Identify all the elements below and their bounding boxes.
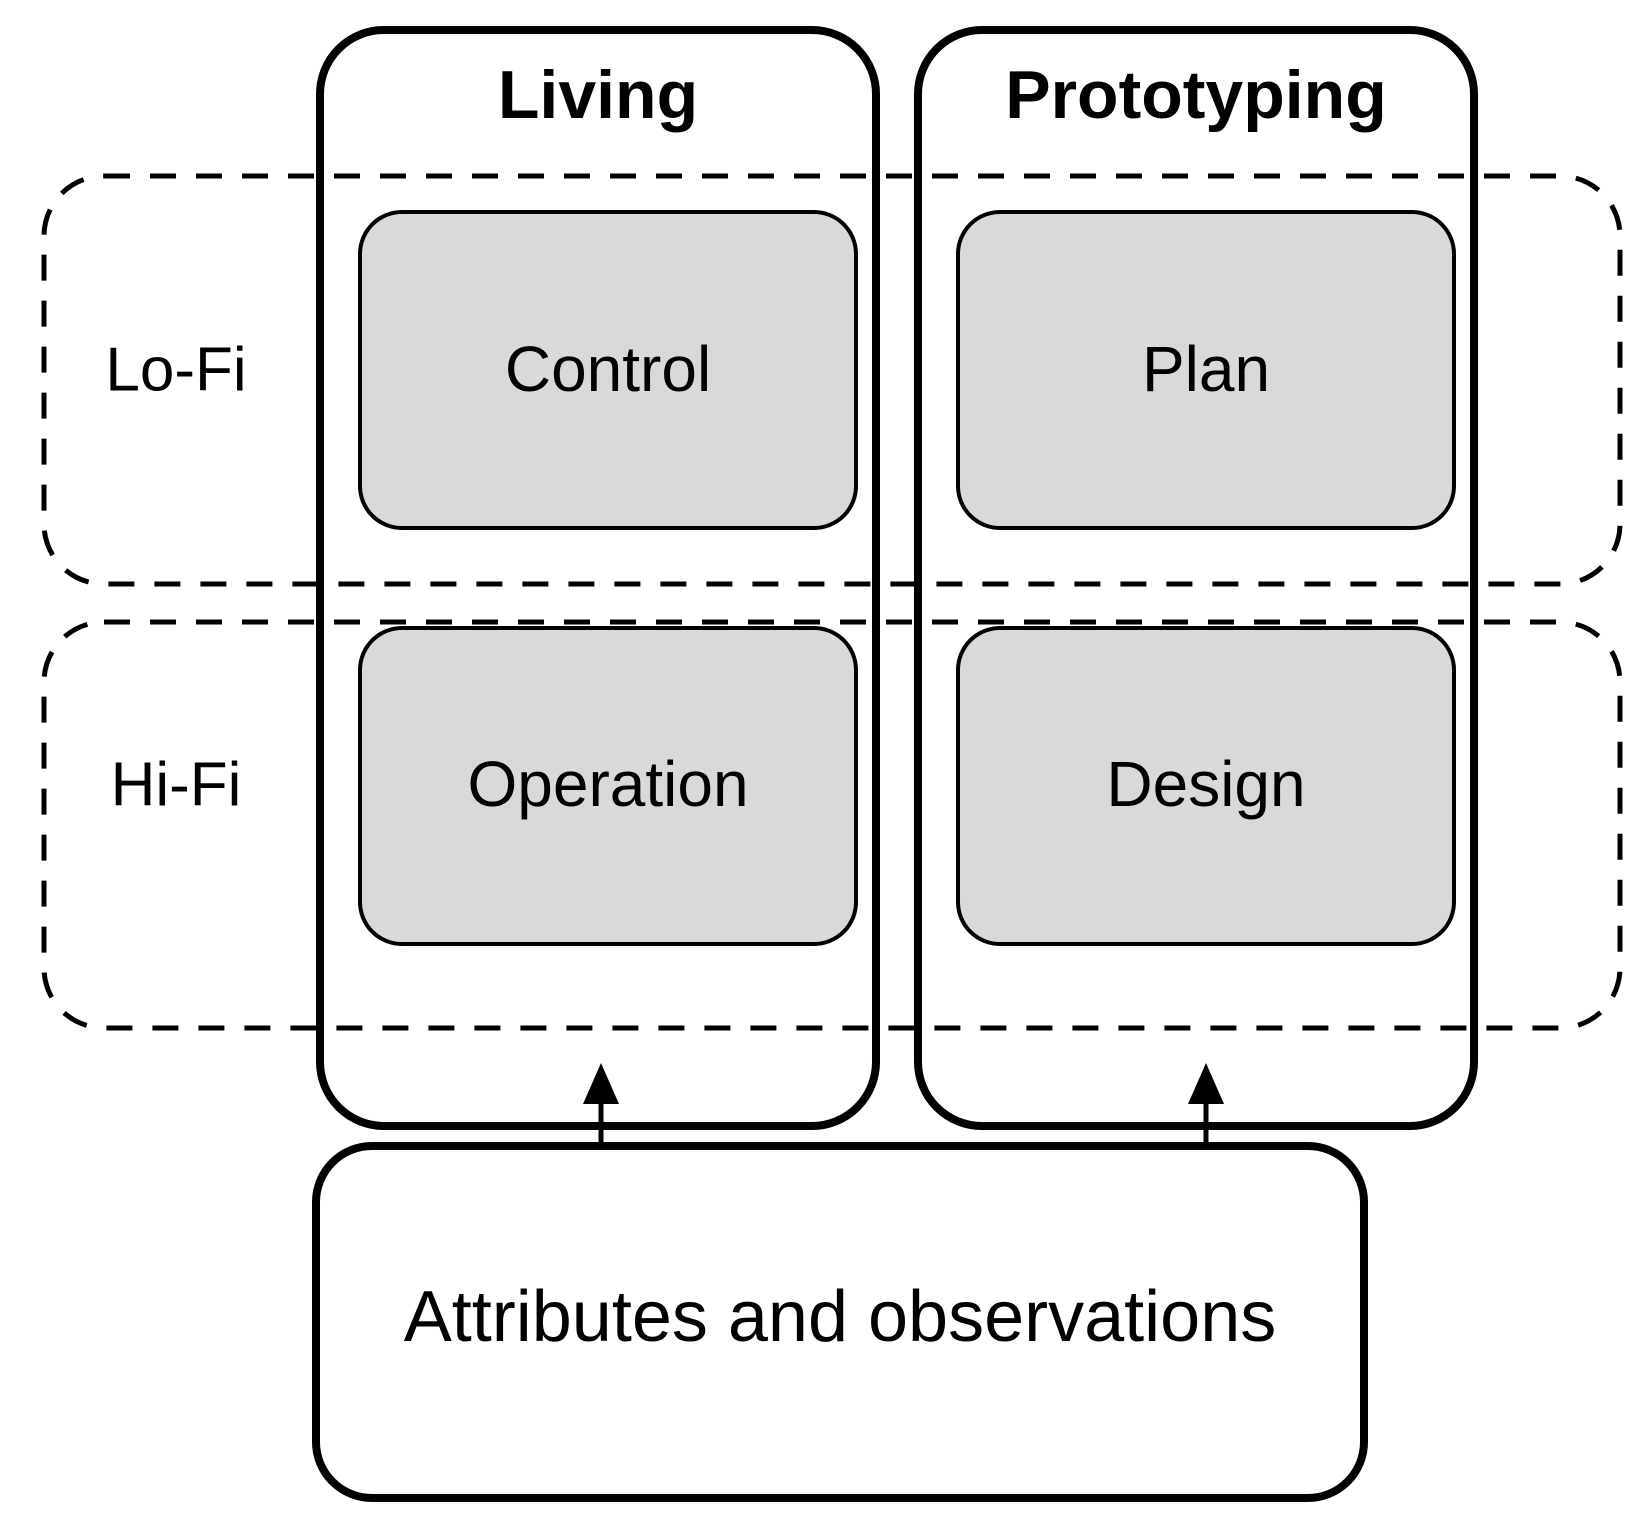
arrow-to-living-icon <box>583 1063 619 1148</box>
cell-label-operation: Operation <box>467 748 748 820</box>
footer-label-attributes-observations: Attributes and observations <box>404 1277 1277 1357</box>
column-group-living <box>316 26 880 1130</box>
column-group-prototyping <box>914 26 1478 1130</box>
cell-label-control: Control <box>505 333 711 405</box>
row-label-hifi: Hi-Fi <box>111 750 242 819</box>
arrow-to-prototyping-icon <box>1188 1063 1224 1148</box>
footer-box-attributes-observations[interactable] <box>312 1142 1368 1502</box>
cell-label-design: Design <box>1106 748 1305 820</box>
row-label-lofi: Lo-Fi <box>105 335 246 404</box>
column-title-prototyping: Prototyping <box>1005 57 1387 133</box>
cell-box-design[interactable] <box>956 626 1456 946</box>
cell-label-plan: Plan <box>1142 333 1270 405</box>
cell-box-control[interactable] <box>358 210 858 530</box>
column-title-living: Living <box>498 57 698 133</box>
cell-box-plan[interactable] <box>956 210 1456 530</box>
cell-box-operation[interactable] <box>358 626 858 946</box>
